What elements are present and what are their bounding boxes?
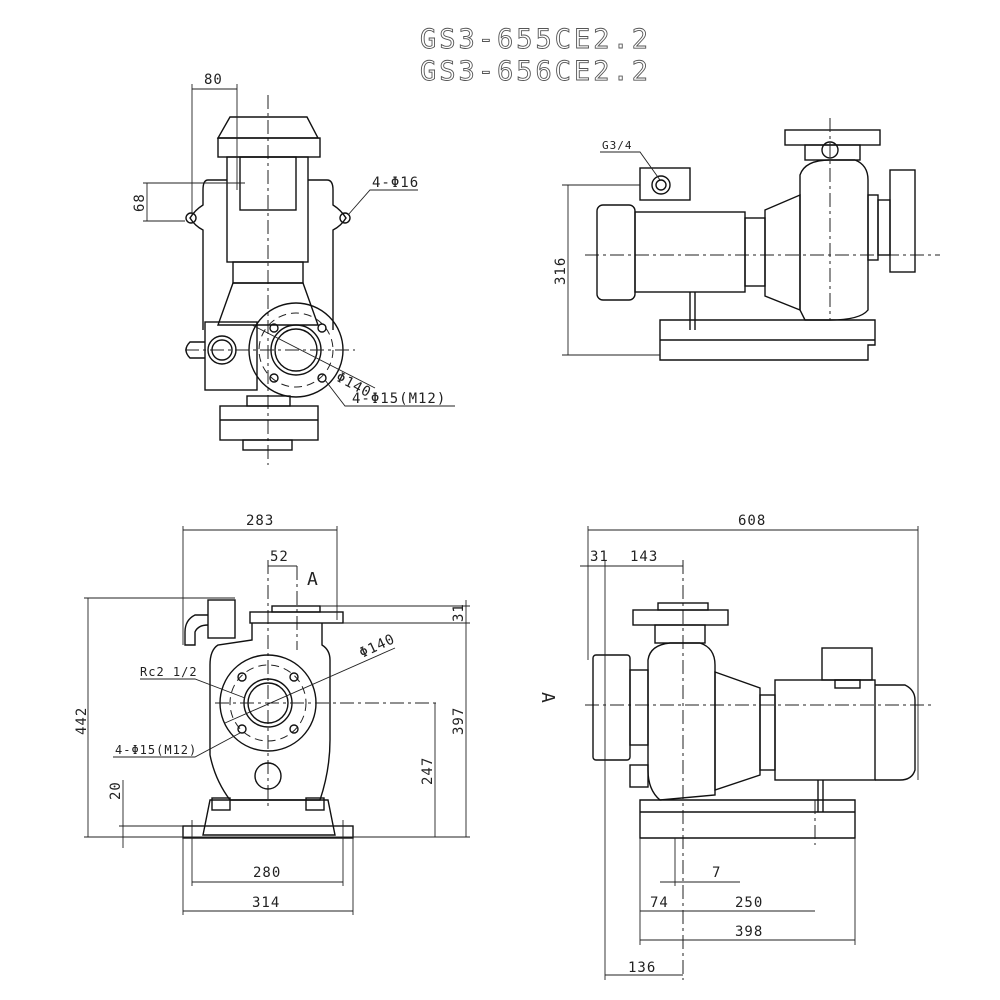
dim-136: 136 (628, 960, 656, 976)
model-title-2: GS3-656CE2.2 (420, 56, 651, 87)
dim-20: 20 (108, 781, 124, 800)
dim-314: 314 (252, 895, 280, 911)
label-flange-holes-end: 4-Φ15(M12) (115, 743, 197, 757)
section-mark-a-left: A (307, 569, 319, 590)
dim-280: 280 (253, 865, 281, 881)
elevation-view: 608 31 143 A 7 74 250 398 136 (537, 513, 935, 980)
dim-52: 52 (270, 549, 289, 565)
dim-250: 250 (735, 895, 763, 911)
label-rc2-port: Rc2 1/2 (140, 665, 198, 679)
dim-143: 143 (630, 549, 658, 565)
dim-283: 283 (246, 513, 274, 529)
front-view: 80 68 4-Φ16 Φ140 4-Φ15(M12) (132, 72, 455, 465)
dim-316: 316 (553, 257, 569, 285)
dim-68: 68 (132, 193, 148, 212)
dim-7: 7 (712, 865, 721, 881)
dim-398: 398 (735, 924, 763, 940)
end-view: 283 52 A 442 31 397 247 20 280 314 Rc2 1… (74, 513, 470, 915)
label-g34-port: G3/4 (602, 139, 633, 152)
side-view: 316 G3/4 (553, 118, 940, 361)
label-flange-pcd-end: Φ140 (357, 631, 398, 661)
dim-31-end: 31 (451, 603, 467, 622)
label-flange-holes-top: 4-Φ15(M12) (352, 391, 446, 407)
dim-247: 247 (420, 757, 436, 785)
dim-608: 608 (738, 513, 766, 529)
dim-74: 74 (650, 895, 669, 911)
dim-442: 442 (74, 707, 90, 735)
label-mount-holes: 4-Φ16 (372, 175, 419, 191)
model-title-1: GS3-655CE2.2 (420, 24, 651, 55)
section-mark-a-right: A (537, 692, 558, 704)
dim-397: 397 (451, 707, 467, 735)
dim-80: 80 (204, 72, 223, 88)
dim-31-elev: 31 (590, 549, 609, 565)
